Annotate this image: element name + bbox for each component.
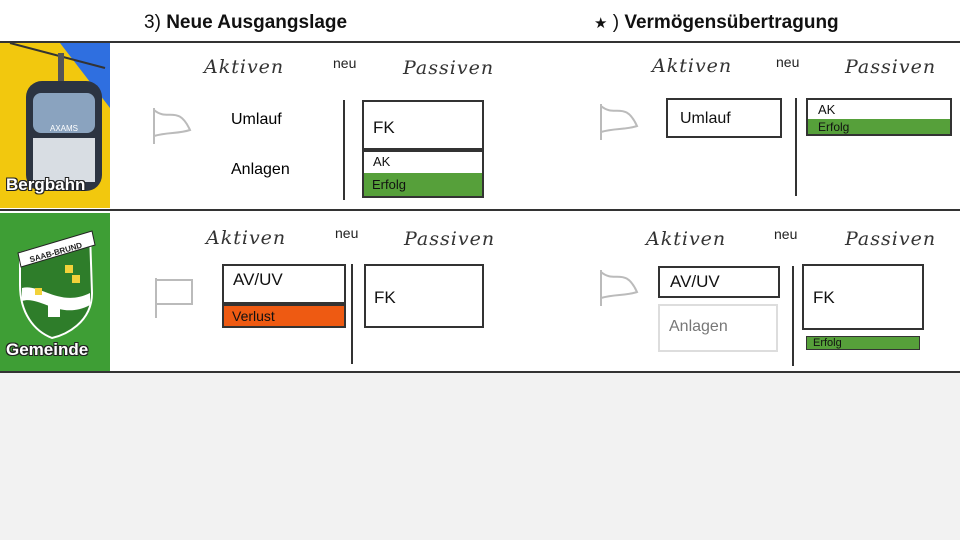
q3-neu-label: neu: [335, 225, 358, 241]
right-title-text: Vermögensübertragung: [624, 12, 838, 33]
lower-empty-area: [0, 373, 960, 540]
q4-aktiven-heading: Aktiven: [646, 228, 726, 250]
q4-erfolg-bar: Erfolg: [806, 336, 920, 350]
q1-anlagen-label: Anlagen: [231, 161, 290, 179]
q2-passiven-heading: Passiven: [845, 56, 936, 78]
q3-passiven-heading: Passiven: [404, 228, 495, 250]
q1-neu-label: neu: [333, 55, 356, 71]
q2-ak-label: AK: [818, 102, 835, 117]
gondola-hanger: [58, 53, 64, 83]
q1-ak-label: AK: [373, 154, 390, 169]
q4-erfolg-label: Erfolg: [813, 337, 842, 349]
q1-erfolg-label: Erfolg: [372, 177, 406, 192]
sidebar-label-gemeinde: Gemeinde: [6, 340, 88, 360]
q3-verlust-bar: Verlust: [222, 304, 346, 328]
q3-fk-label: FK: [374, 288, 396, 308]
shield-house: [48, 305, 60, 317]
sidebar-label-bergbahn: Bergbahn: [6, 175, 85, 195]
shield-ornament: [35, 288, 42, 295]
q1-umlauf-label: Umlauf: [231, 111, 282, 129]
left-title-text: Neue Ausgangslage: [166, 12, 347, 33]
q4-fk-box: FK: [802, 264, 924, 330]
top-divider: [0, 41, 960, 43]
right-title-number: ): [613, 12, 619, 33]
q2-aktiven-heading: Aktiven: [652, 55, 732, 77]
right-slide-title: ★ ) Vermögensübertragung: [594, 12, 839, 34]
q1-fk-box: FK: [362, 100, 484, 150]
q4-passiven-heading: Passiven: [845, 228, 936, 250]
star-icon: ★: [594, 15, 607, 32]
q1-fk-label: FK: [373, 118, 395, 138]
q4-fk-label: FK: [813, 288, 835, 308]
q2-umlauf-label: Umlauf: [680, 110, 731, 128]
flag-icon: [152, 276, 196, 320]
flag-icon: [597, 102, 641, 142]
q3-t-account-divider: [351, 264, 353, 364]
q4-neu-label: neu: [774, 226, 797, 242]
flag-icon: [150, 106, 194, 146]
q3-avuv-label: AV/UV: [233, 270, 283, 290]
q3-fk-box: FK: [364, 264, 484, 328]
q1-aktiven-heading: Aktiven: [204, 56, 284, 78]
q4-anlagen-label: Anlagen: [669, 318, 728, 336]
q3-verlust-label: Verlust: [232, 308, 275, 324]
middle-divider: [0, 209, 960, 211]
shield-ornament: [65, 265, 73, 273]
q4-avuv-box: AV/UV: [658, 266, 780, 298]
flag-icon: [597, 268, 641, 308]
q2-umlauf-box: Umlauf: [666, 98, 782, 138]
left-slide-title: 3) Neue Ausgangslage: [144, 12, 347, 34]
q4-t-account-divider: [792, 266, 794, 366]
shield-ornament: [72, 275, 80, 283]
q3-aktiven-heading: Aktiven: [206, 227, 286, 249]
q1-passiven-heading: Passiven: [403, 57, 494, 79]
left-title-number: 3): [144, 12, 161, 33]
q2-t-account-divider: [795, 98, 797, 196]
q2-erfolg-bar: Erfolg: [808, 119, 950, 134]
q4-anlagen-box: Anlagen: [658, 304, 778, 352]
q1-erfolg-bar: Erfolg: [364, 173, 482, 196]
q3-avuv-box: AV/UV: [222, 264, 346, 304]
q4-avuv-label: AV/UV: [670, 272, 720, 292]
q2-erfolg-label: Erfolg: [818, 120, 849, 134]
q1-t-account-divider: [343, 100, 345, 200]
q2-neu-label: neu: [776, 54, 799, 70]
cabin-logo-text: AXAMS: [50, 124, 78, 133]
